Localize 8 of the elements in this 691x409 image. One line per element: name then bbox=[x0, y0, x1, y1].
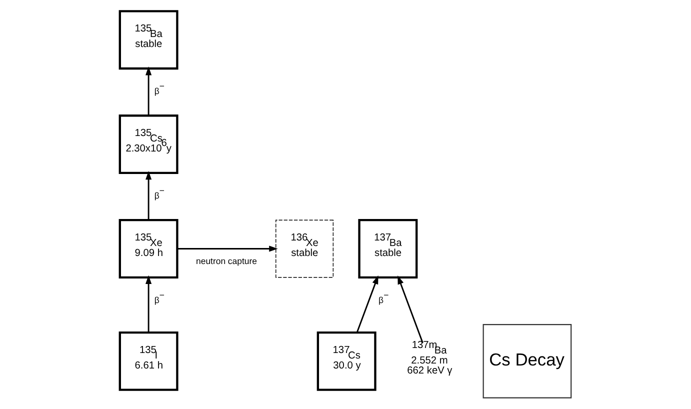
arrow bbox=[356, 275, 378, 333]
arrow bbox=[146, 66, 152, 116]
edge-label: neutron capture bbox=[196, 256, 257, 266]
node-box: Cs Decay bbox=[482, 324, 572, 398]
arrow bbox=[146, 275, 152, 332]
arrow bbox=[146, 170, 152, 220]
arrow bbox=[398, 276, 424, 344]
arrow bbox=[177, 246, 278, 252]
